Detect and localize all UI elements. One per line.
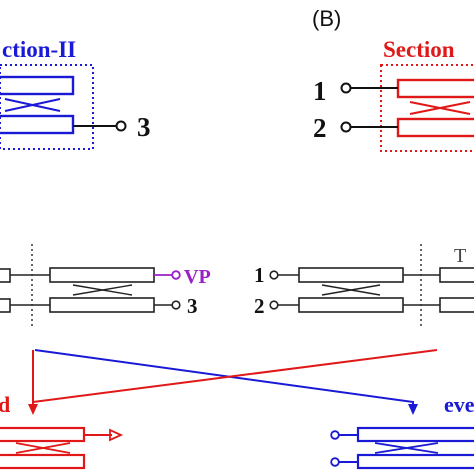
partial-line-lower [0, 298, 11, 313]
coupler-lower-line [298, 297, 404, 313]
section-ii-title: ction-II [2, 37, 76, 62]
cross-line [374, 442, 439, 454]
output-arrow-icon [109, 428, 124, 442]
blue-arrowhead-icon [408, 404, 418, 415]
coupler-upper-line [0, 426, 86, 443]
port-2-terminal [340, 121, 352, 133]
port-2-terminal [269, 300, 279, 310]
section-ii-block: ction-II 3 [0, 37, 151, 150]
coupler-upper-line [0, 75, 75, 96]
port-3-label: 3 [187, 294, 198, 318]
port-2-label: 2 [254, 294, 265, 318]
panel-label: (B) [312, 6, 341, 31]
port-3-terminal [171, 300, 181, 310]
section-i-dotted-box [380, 64, 474, 152]
input-terminal-upper [330, 430, 340, 440]
coupler-upper-line [356, 426, 474, 443]
section-i-block: Section 1 2 [313, 37, 474, 152]
section-i-title: Section [383, 37, 455, 62]
coupler-lower-line [0, 114, 75, 135]
partial-line-lower [439, 297, 474, 313]
bottom-left-red-coupler: d [0, 392, 124, 470]
coupler-lower-line [49, 297, 155, 313]
mapping-arrows [28, 349, 438, 415]
vp-terminal [171, 270, 181, 280]
section-ii-dotted-box [0, 64, 94, 150]
coupler-upper-line [298, 267, 404, 283]
middle-right-schematic: T 1 2 [254, 244, 474, 328]
red-arrowhead-icon [28, 404, 38, 415]
port-1-terminal [269, 270, 279, 280]
port-1-label: 1 [254, 263, 265, 287]
vp-label: VP [184, 266, 211, 288]
port-3-terminal [115, 120, 127, 132]
partial-line-upper [0, 268, 11, 283]
bottom-right-blue-coupler: eve [330, 392, 474, 470]
coupler-lower-line [396, 117, 474, 138]
input-terminal-lower [330, 457, 340, 467]
cross-line [321, 284, 381, 296]
port-2-label: 2 [313, 113, 327, 143]
cross-line [15, 442, 71, 454]
bottom-right-label: eve [444, 392, 474, 417]
blue-mapping-arrow [34, 349, 414, 410]
port-1-terminal [340, 82, 352, 94]
bottom-left-label: d [0, 392, 10, 417]
partial-line-upper [439, 267, 474, 283]
middle-left-schematic: VP 3 [0, 244, 211, 328]
coupler-lower-line [356, 453, 474, 470]
cross-line [409, 101, 471, 115]
port-1-label: 1 [313, 76, 327, 106]
coupler-lower-line [0, 453, 86, 470]
coupler-upper-line [396, 78, 474, 99]
port-3-label: 3 [137, 112, 151, 142]
cross-line [4, 98, 61, 112]
truncated-label: T [454, 245, 466, 267]
cross-line [72, 284, 133, 296]
coupler-upper-line [49, 267, 155, 283]
